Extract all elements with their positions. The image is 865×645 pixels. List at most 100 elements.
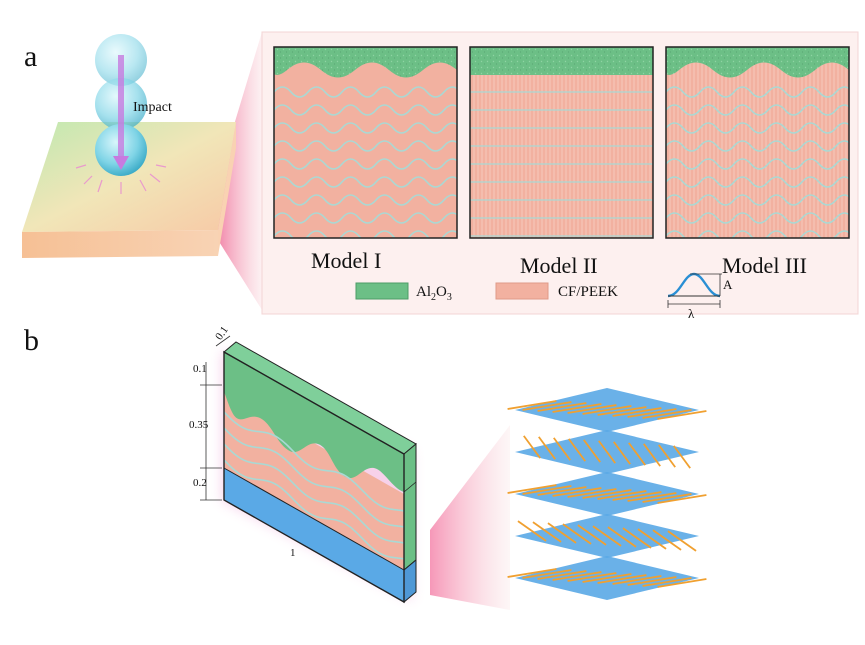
fiber-strand [567,488,617,498]
interface-line [666,176,849,188]
fiber-strand [522,485,572,495]
fiber-strand [658,444,676,468]
fiber-strand [567,404,617,414]
slab-interface-line [223,427,405,528]
fiber-strand [592,525,622,547]
interface-line [666,104,849,116]
fiber-strand [553,437,571,461]
fiber-strand [582,573,632,583]
interface-line [274,140,457,152]
fiber-strand [523,435,541,459]
laminate-slab [223,341,417,604]
legend-swatch-cfpeek [495,282,549,300]
model-1-interfaces [274,86,457,238]
fiber-ply [507,556,707,600]
interface-line [666,230,849,238]
interface-line [666,140,849,152]
fiber-strand [552,403,602,413]
fiber-strand [657,494,707,504]
interface-line [666,158,849,170]
dimension-ticks [200,335,231,501]
fiber-strand [667,530,697,552]
fiber-ply [515,430,699,474]
interface-line [274,122,457,134]
impactor-spheres [75,34,167,194]
interface-line [666,194,849,206]
interface-line [274,104,457,116]
fiber-strand [673,445,691,469]
fiber-strand [537,402,587,412]
fiber-strand [507,568,557,578]
interface-line [666,212,849,224]
slab-interface-line [223,411,405,512]
fiber-strand [627,492,677,502]
impact-label: Impact [133,100,172,115]
interface-line [274,176,457,188]
dim-label-composite: 0.35 [189,419,209,431]
model-2-interfaces [470,91,653,237]
model-1-box [274,47,457,238]
wave-parameter-icon [667,272,722,308]
fiber-strand [522,569,572,579]
interface-line [274,230,457,238]
fiber-strand [517,520,547,542]
fiber-strand [627,576,677,586]
fiber-strand [637,528,667,550]
dim-label-length: 1 [290,547,296,559]
fiber-strand [612,491,662,501]
panel-a-letter: a [24,40,38,73]
fiber-strand [547,522,577,544]
fiber-strand [643,443,661,467]
fiber-strand [597,406,647,416]
legend-label-cfpeek: CF/PEEK [558,284,619,300]
slab-interface-line [223,459,405,560]
fiber-strand [642,409,692,419]
model-2-label: Model II [520,253,598,278]
fiber-strand [582,405,632,415]
fiber-strand [597,490,647,500]
fiber-strand [552,571,602,581]
fiber-ply [507,472,707,516]
fiber-strand [628,442,646,466]
fiber-strand [568,438,586,462]
wave-length-symbol: λ [688,306,695,321]
fiber-strand [583,439,601,463]
interface-line [274,158,457,170]
dim-label-base: 0.2 [193,477,207,489]
fiber-ply [507,388,707,432]
fiber-strand [537,486,587,496]
model-3-label: Model III [722,253,807,278]
fiber-strand [538,436,556,460]
fiber-strand [582,489,632,499]
wave-amplitude-symbol: A [723,277,733,292]
zoom-cone-b [430,425,510,610]
zoom-cone-a [218,32,262,310]
panel-b [200,335,707,610]
impact-block [22,122,236,258]
model-3-box [666,47,849,238]
fiber-strand [567,572,617,582]
fiber-strand [552,487,602,497]
fiber-strand [507,484,557,494]
fiber-strand [598,440,616,464]
fiber-ply-stack [507,388,707,600]
model-2-box [470,47,653,238]
interface-line [666,122,849,134]
fiber-strand [522,401,572,411]
fiber-strand [652,529,682,551]
model-1-label: Model I [311,248,382,273]
fiber-strand [612,407,662,417]
fiber-strand [597,574,647,584]
fiber-strand [657,578,707,588]
fiber-strand [627,408,677,418]
fiber-strand [612,575,662,585]
interface-line [274,86,457,98]
dim-label-ceramic: 0.1 [193,363,207,375]
fiber-strand [642,577,692,587]
interface-line [274,194,457,206]
fiber-ply [515,514,699,558]
interface-line [666,86,849,98]
panel-a [22,31,859,315]
fiber-strand [537,570,587,580]
